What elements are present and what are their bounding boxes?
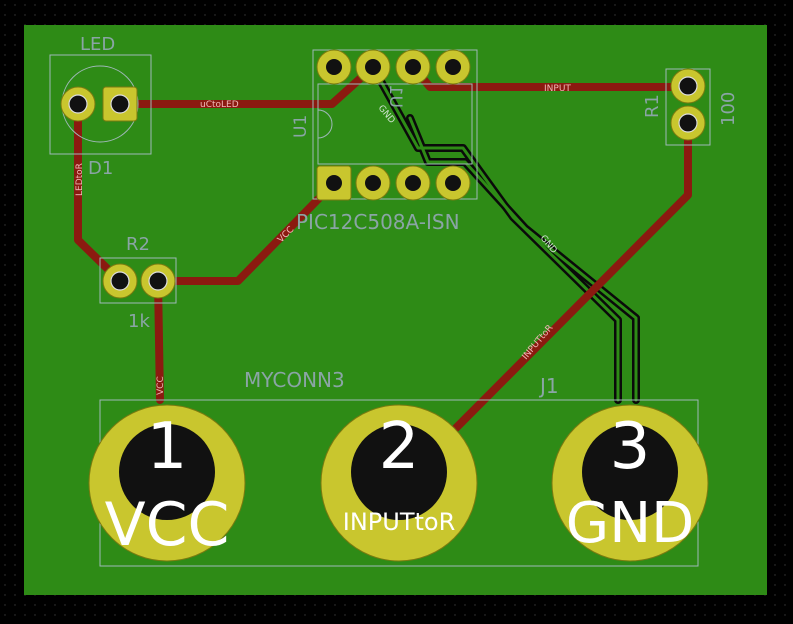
pad2-net: INPUTtoR — [343, 508, 456, 536]
pad3-net: GND — [566, 491, 694, 556]
connector-j1-footprint — [88, 399, 709, 567]
ic-value-label: PIC12C508A-ISN — [296, 210, 460, 234]
track-ledtor — [74, 100, 124, 285]
track-uctoled — [116, 63, 377, 108]
ic-ref-mirror-label: U1 — [385, 85, 405, 108]
gnd-back-track-inner — [371, 65, 638, 402]
led-value-label: LED — [80, 34, 115, 55]
track-inputtor — [452, 119, 692, 432]
front-copper-tracks — [74, 63, 692, 432]
ic-u1-footprint — [312, 49, 478, 201]
pad1-net: VCC — [105, 490, 230, 560]
pad1-number: 1 — [147, 410, 188, 484]
net-label-ledtor: LEDtoR — [75, 163, 85, 196]
net-label-vcc-conn: VCC — [156, 376, 166, 395]
led-ref-label: D1 — [88, 158, 113, 179]
r1-footprint — [665, 68, 711, 146]
r1-value-label: 100 — [718, 92, 739, 126]
r2-footprint — [99, 257, 177, 304]
led-footprint — [49, 54, 152, 155]
ic-ref-label: U1 — [291, 115, 311, 138]
net-label-input: INPUT — [544, 84, 571, 94]
track-vcc-conn — [154, 277, 164, 404]
connector-ref-label: J1 — [538, 374, 559, 398]
r1-ref-label: R1 — [642, 94, 663, 118]
track-vcc-ic — [154, 179, 338, 285]
pad3-number: 3 — [610, 410, 651, 484]
connector-value-label: MYCONN3 — [244, 368, 345, 392]
pad2-number: 2 — [379, 410, 420, 484]
net-label-uctoled: uCtoLED — [200, 100, 239, 110]
r2-ref-label: R2 — [126, 234, 150, 255]
r2-value-label: 1k — [128, 311, 150, 332]
